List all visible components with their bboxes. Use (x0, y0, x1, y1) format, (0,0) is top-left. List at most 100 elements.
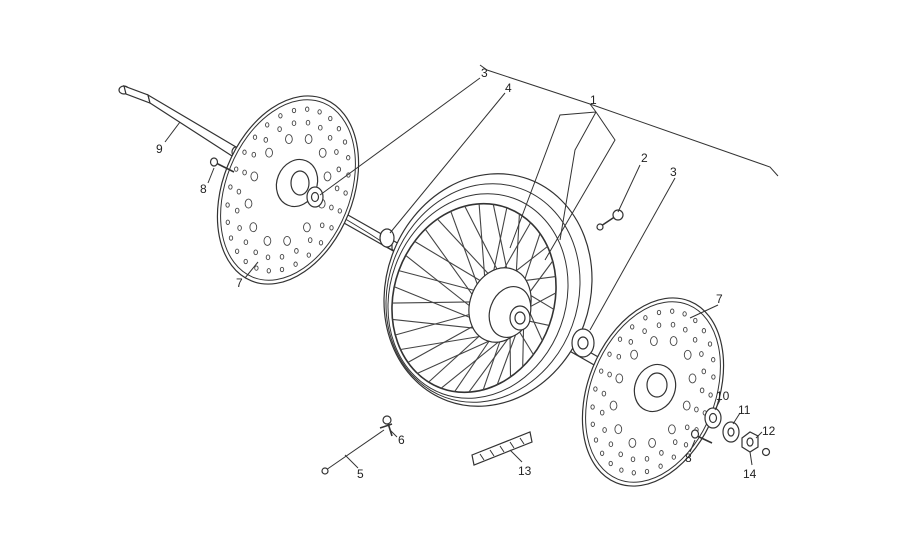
disc-hole (671, 454, 676, 460)
callout-2: 2 (641, 151, 648, 165)
disc-hole (318, 240, 324, 246)
disc-hole (243, 239, 249, 246)
disc-hole (343, 190, 348, 196)
disc-hole (265, 122, 270, 128)
valve-stem (596, 209, 624, 231)
disc-hole (329, 204, 334, 211)
disc-hole (253, 249, 258, 256)
spoke (478, 203, 487, 288)
disc-hole (237, 225, 242, 231)
washer (722, 421, 740, 443)
spoke (424, 228, 481, 306)
callout-7-left: 7 (236, 276, 243, 290)
spoke (509, 332, 512, 377)
disc-hole (593, 386, 598, 392)
disc-hole (336, 166, 342, 173)
disc-hole (682, 311, 687, 317)
callout-14: 14 (743, 467, 757, 481)
spoke (490, 207, 508, 282)
disc-hole (291, 107, 297, 114)
disc-hole (656, 309, 662, 316)
callout-6: 6 (398, 433, 405, 447)
disc-hole (242, 169, 247, 176)
reflector-strip (471, 431, 533, 466)
bearing-right (571, 328, 595, 358)
disc-hole (701, 368, 707, 375)
disc-hole (668, 424, 676, 435)
disc-hole (293, 261, 298, 267)
disc-hole (266, 268, 271, 274)
front-axle (118, 85, 241, 158)
disc-hole (225, 219, 230, 225)
disc-hole (630, 349, 638, 360)
disc-hole (684, 424, 690, 431)
callout-1: 1 (590, 93, 597, 107)
disc-hole (244, 198, 253, 209)
disc-hole (670, 308, 675, 314)
callout-11: 11 (738, 403, 751, 417)
disc-hole (614, 424, 623, 435)
disc-hole (608, 441, 614, 448)
disc-hole (329, 225, 334, 231)
disc-hole (694, 406, 699, 413)
brake-disc-left-holes (225, 106, 351, 274)
wheel-rim (383, 173, 593, 407)
disc-hole (631, 470, 636, 476)
disc-hole (650, 336, 658, 347)
disc-hole (242, 149, 247, 155)
assembly-bracket (479, 64, 779, 177)
disc-hole (323, 171, 332, 182)
disc-hole (263, 137, 269, 143)
disc-hole (658, 463, 663, 469)
disc-hole (234, 207, 240, 214)
cable-screw (382, 415, 393, 437)
disc-hole (236, 188, 242, 195)
disc-hole (599, 368, 604, 374)
split-pin (761, 447, 771, 457)
disc-hole (263, 235, 272, 246)
disc-hole (254, 265, 259, 271)
disc-hole (630, 324, 635, 330)
disc-hole (334, 149, 339, 155)
callout-3-right: 3 (670, 165, 677, 179)
callout-labels: 1 2 3 3 4 5 6 7 7 8 8 9 10 11 12 13 14 (156, 66, 776, 481)
disc-hole (277, 126, 282, 132)
disc-hole (294, 248, 299, 254)
brake-disc-right (581, 297, 725, 487)
disc-hole (234, 248, 240, 254)
disc-hole (607, 371, 612, 378)
leader-lines (164, 77, 763, 469)
disc-hole (305, 119, 311, 126)
spoke (454, 332, 496, 392)
spoke (405, 254, 482, 316)
spoke (464, 205, 502, 279)
disc-hole (699, 351, 704, 357)
disc-hole (669, 336, 678, 347)
sensor-cable (321, 423, 393, 475)
disc-hole (644, 468, 650, 475)
callout-7-right: 7 (716, 292, 723, 306)
disc-hole (659, 450, 664, 456)
spacer-right (704, 407, 722, 429)
disc-hole (291, 120, 297, 127)
disc-hole (590, 404, 595, 410)
disc-hole (328, 115, 333, 122)
disc-hole (250, 171, 259, 182)
spoke (482, 333, 504, 390)
disc-hole (234, 166, 239, 172)
disc-hole (602, 427, 607, 433)
bearing-left (306, 186, 324, 208)
disc-hole (644, 455, 650, 462)
disc-bolt-right (690, 429, 713, 444)
disc-hole (670, 321, 676, 328)
disc-hole (265, 254, 271, 261)
callout-5: 5 (357, 467, 364, 481)
disc-hole (642, 328, 647, 334)
callout-8-right: 8 (685, 451, 692, 465)
disc-hole (648, 437, 656, 448)
disc-hole (593, 437, 599, 443)
disc-hole (683, 326, 688, 333)
disc-hole (707, 341, 713, 347)
disc-hole (327, 134, 333, 141)
